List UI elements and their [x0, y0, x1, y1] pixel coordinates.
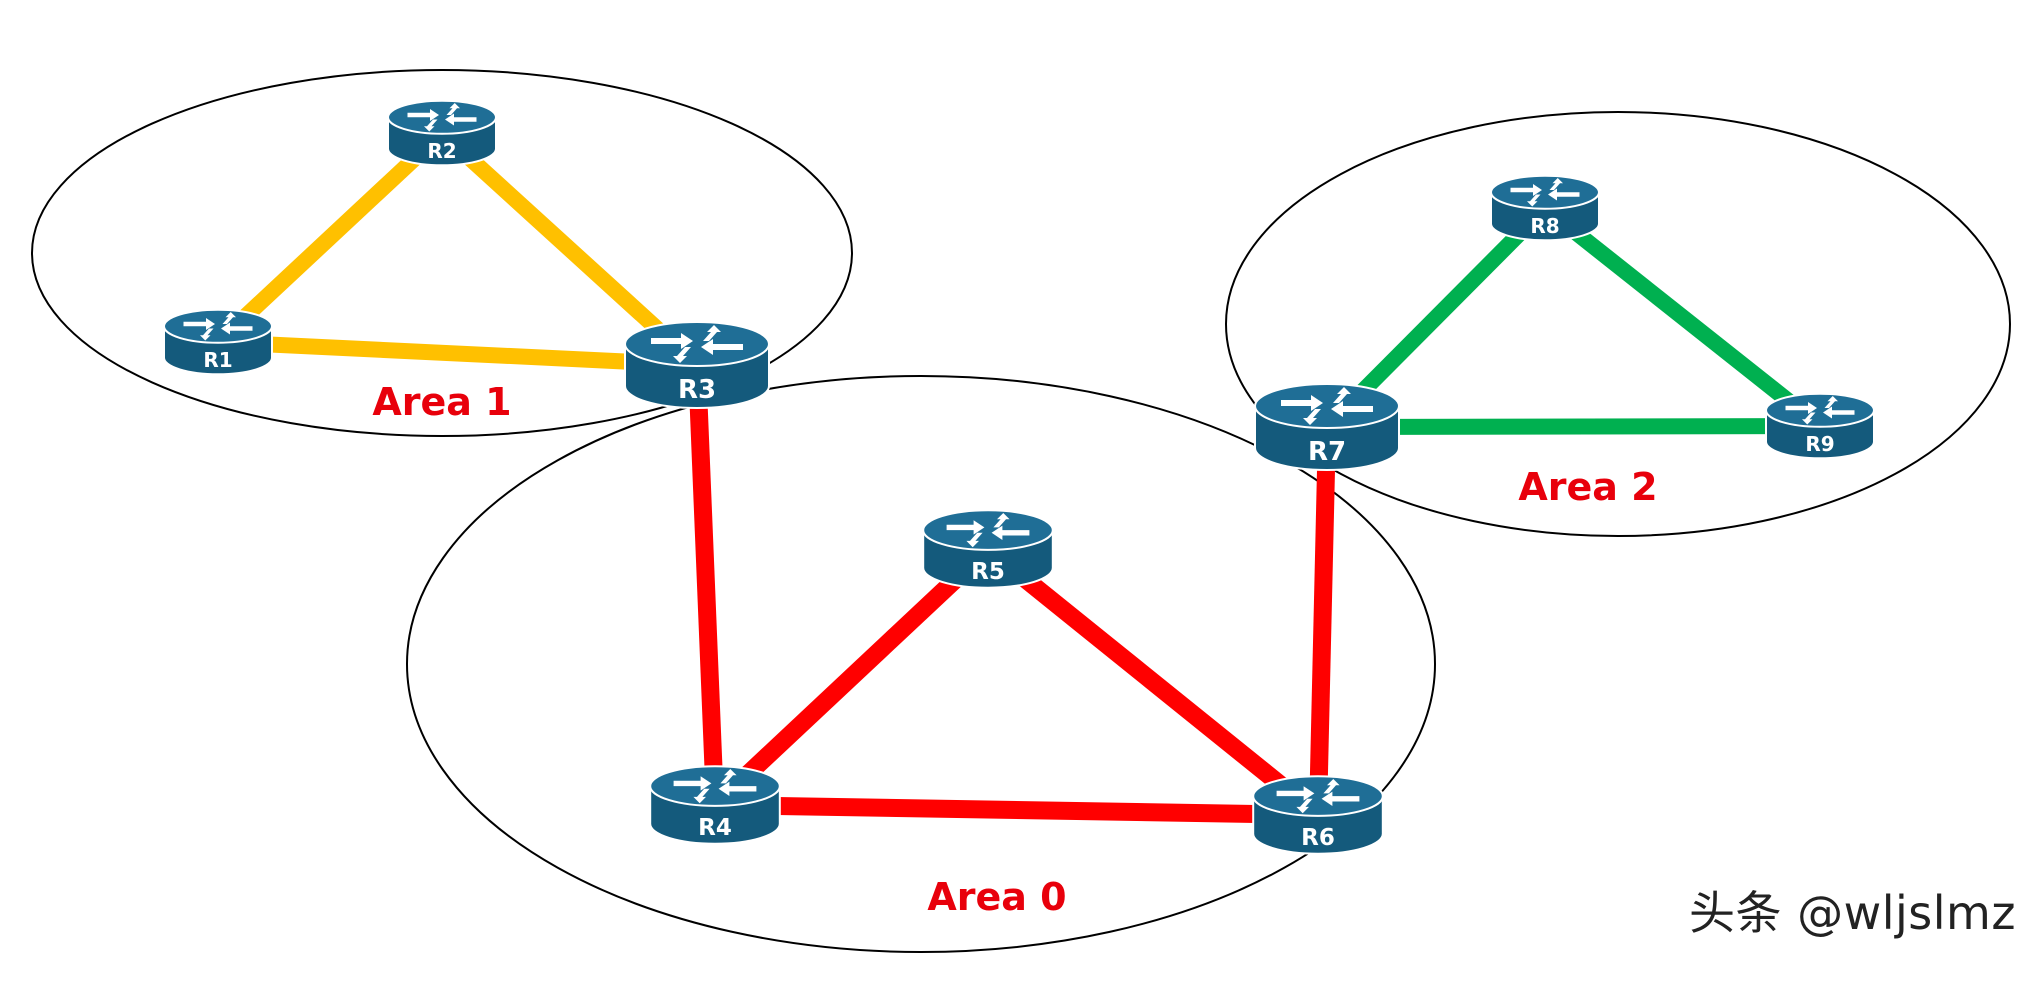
- router-label-r8: R8: [1530, 214, 1559, 238]
- router-top: [1490, 174, 1600, 210]
- links: [212, 127, 1825, 824]
- router-label-r4: R4: [698, 815, 732, 841]
- router-r6: R6: [1252, 775, 1384, 855]
- area-boundaries: [31, 69, 2011, 953]
- watermark-text: 头条 @wljslmz: [1688, 886, 2016, 940]
- router-r8: R8: [1490, 174, 1600, 242]
- router-icon: [651, 325, 743, 363]
- router-icon: [946, 513, 1030, 548]
- link-r4-r6: [714, 796, 1319, 824]
- router-top: [1252, 775, 1384, 817]
- router-top: [649, 765, 781, 807]
- link-r1-r3: [217, 334, 698, 373]
- router-icon: [1281, 387, 1373, 425]
- router-label-r1: R1: [203, 348, 232, 372]
- router-top: [624, 321, 770, 367]
- area1-label: Area 1: [372, 380, 511, 424]
- area2-label: Area 2: [1518, 465, 1657, 509]
- router-label-r3: R3: [678, 375, 716, 405]
- router-r4: R4: [649, 765, 781, 845]
- area-labels: Area 1 Area 0 Area 2: [372, 380, 1657, 919]
- link-r3-r4: [688, 364, 724, 806]
- link-r4-r5: [708, 542, 995, 812]
- router-r5: R5: [922, 509, 1054, 589]
- router-icon: [183, 312, 253, 341]
- router-top: [1254, 383, 1400, 429]
- router-icon: [407, 103, 477, 132]
- link-r5-r6: [982, 541, 1324, 823]
- router-icon: [1510, 178, 1580, 207]
- router-label-r9: R9: [1805, 432, 1834, 456]
- router-top: [1765, 392, 1875, 428]
- router-icon: [1276, 779, 1360, 814]
- router-top: [387, 99, 497, 135]
- link-r7-r9: [1326, 418, 1821, 435]
- link-r8-r9: [1540, 201, 1825, 433]
- router-top: [163, 308, 273, 344]
- router-r1: R1: [163, 308, 273, 376]
- link-r1-r2: [212, 127, 448, 348]
- router-r7: R7: [1254, 383, 1400, 471]
- router-r9: R9: [1765, 392, 1875, 460]
- router-label-r2: R2: [427, 139, 456, 163]
- router-label-r5: R5: [971, 559, 1005, 585]
- link-r6-r7: [1309, 426, 1336, 816]
- area1-boundary: [31, 69, 853, 437]
- router-icon: [1785, 396, 1855, 425]
- router-label-r6: R6: [1301, 825, 1335, 851]
- router-r2: R2: [387, 99, 497, 167]
- area0-boundary: [406, 375, 1436, 953]
- router-r3: R3: [624, 321, 770, 409]
- router-icon: [673, 769, 757, 804]
- router-label-r7: R7: [1308, 437, 1346, 467]
- area0-label: Area 0: [927, 875, 1066, 919]
- area2-boundary: [1225, 111, 2011, 537]
- router-top: [922, 509, 1054, 551]
